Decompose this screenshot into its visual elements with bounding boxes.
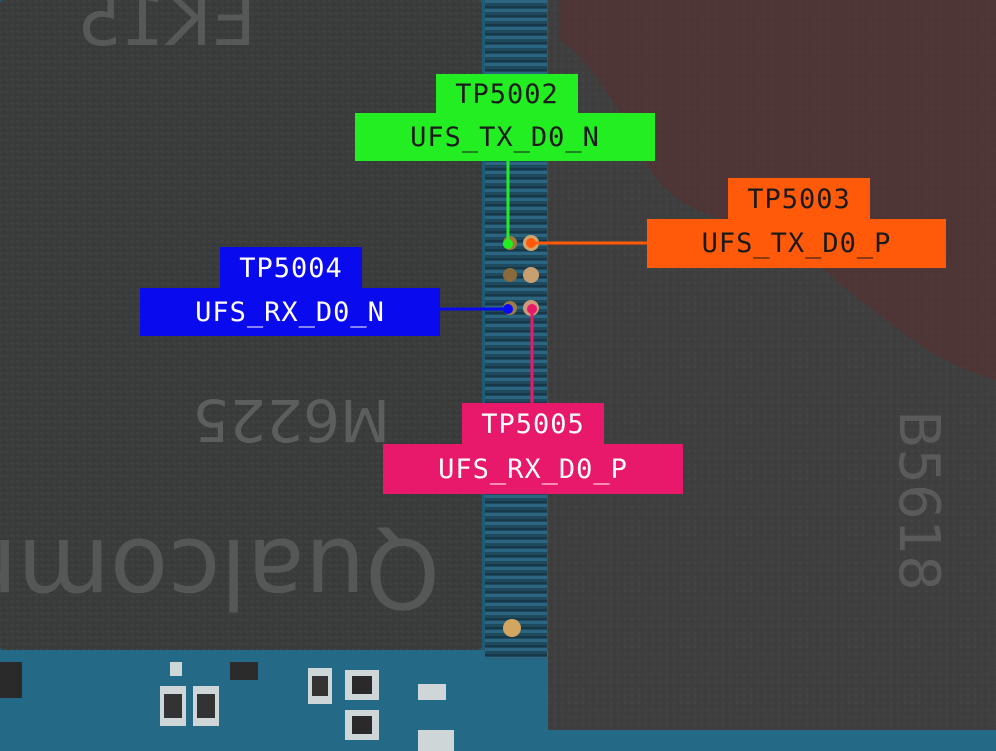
tp5003-signal: UFS_TX_D0_P <box>647 219 946 268</box>
chip-marking-qualcomm: Qualcomm <box>0 517 440 627</box>
tp5005-id: TP5005 <box>462 403 604 445</box>
tp5005-signal: UFS_RX_D0_P <box>383 444 683 494</box>
tp5004-id: TP5004 <box>220 247 362 289</box>
chip-marking-m6225: M6225 <box>192 386 390 454</box>
smd-components <box>0 662 454 751</box>
tp5004-signal: UFS_RX_D0_N <box>140 288 440 336</box>
tp5003-id: TP5003 <box>728 178 870 220</box>
tp5002-id: TP5002 <box>436 74 578 114</box>
tp5002-signal: UFS_TX_D0_N <box>355 113 655 161</box>
chip-marking-ek15: EK15 <box>77 0 256 62</box>
chip-marking-b5618: B5618 <box>886 410 951 591</box>
